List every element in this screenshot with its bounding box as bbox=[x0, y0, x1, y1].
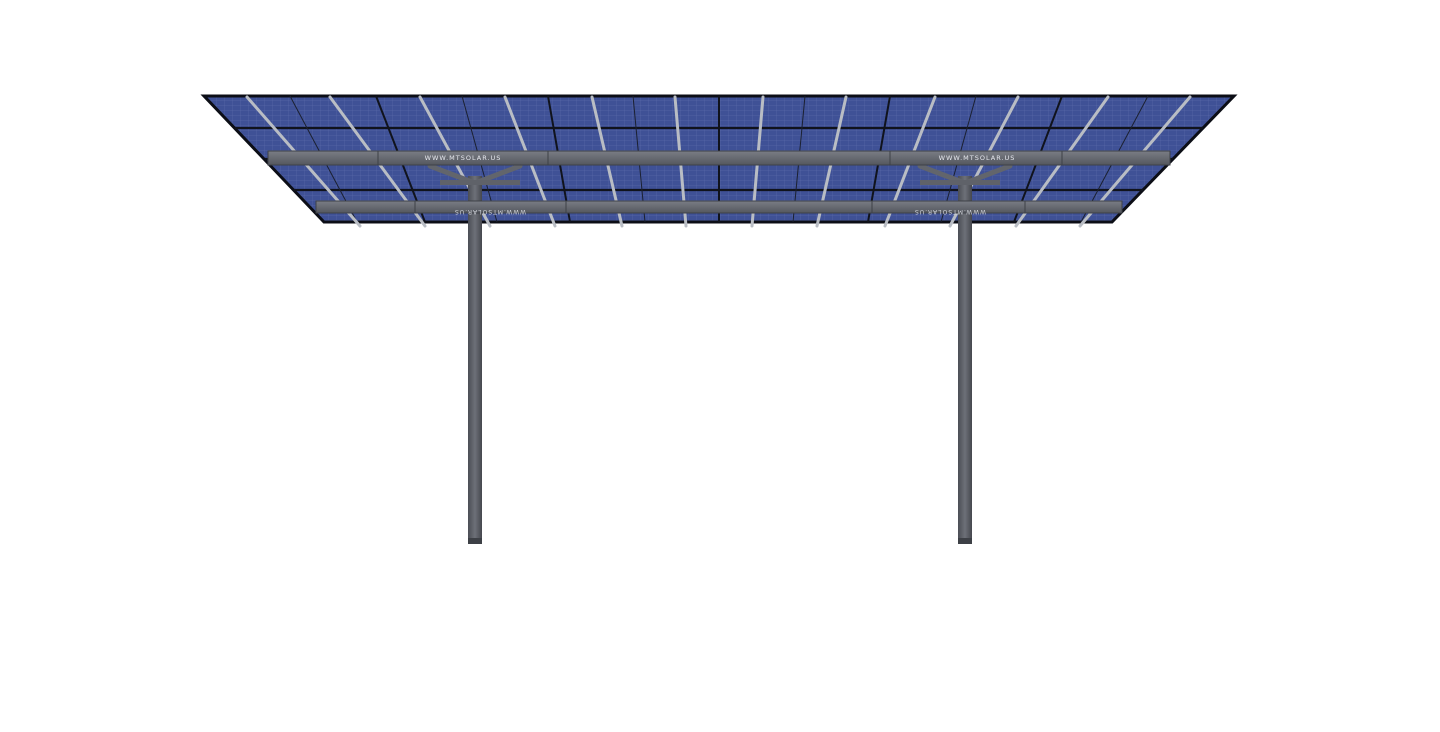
right-post bbox=[958, 176, 972, 544]
beam-brand-label-rear-right: WWW.MTSOLAR.US bbox=[914, 208, 986, 215]
beam-brand-label-rear-left: WWW.MTSOLAR.US bbox=[454, 208, 526, 215]
main-beams: WWW.MTSOLAR.US WWW.MTSOLAR.US WWW.MTSOLA… bbox=[267, 150, 1171, 215]
beam-brand-label-left: WWW.MTSOLAR.US bbox=[425, 154, 502, 162]
left-post bbox=[468, 176, 482, 544]
beam-brand-label-right: WWW.MTSOLAR.US bbox=[939, 154, 1016, 162]
support-posts bbox=[427, 163, 1013, 544]
